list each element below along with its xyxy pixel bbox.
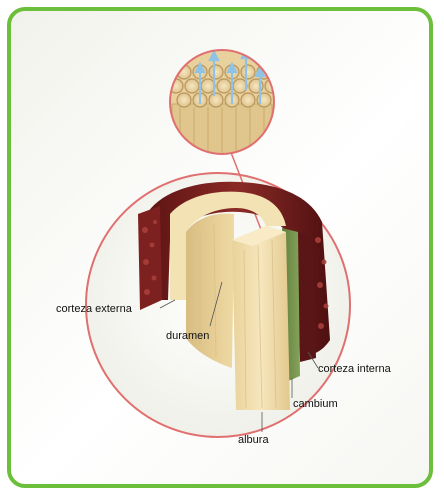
label-cambium: cambium xyxy=(293,398,338,411)
label-inner-bark: corteza interna xyxy=(318,363,391,376)
label-sapwood: albura xyxy=(238,434,269,447)
label-outer-bark: corteza externa xyxy=(56,303,132,316)
heartwood-face xyxy=(186,214,234,368)
outer-bark-cut-face xyxy=(138,206,162,310)
label-heartwood: duramen xyxy=(166,330,209,343)
